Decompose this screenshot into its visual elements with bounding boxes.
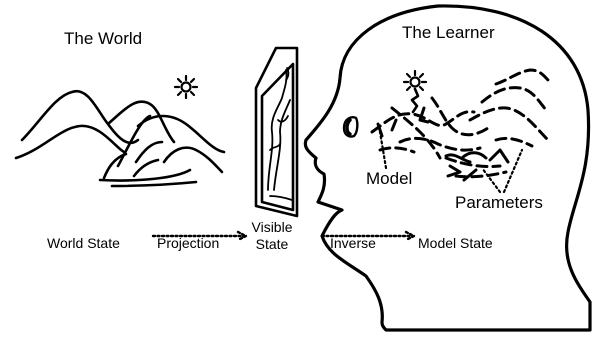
model-pointer xyxy=(378,130,388,170)
parameters-label: Parameters xyxy=(455,193,543,212)
model-label: Model xyxy=(366,169,413,188)
sun-icon xyxy=(402,69,428,114)
learner-head xyxy=(303,4,592,332)
learner-eye xyxy=(342,116,359,138)
projection-arrow xyxy=(151,230,248,242)
projection-screen xyxy=(254,46,299,218)
mental-model-solid-marks xyxy=(376,106,510,182)
inverse-label: Inverse xyxy=(330,235,376,251)
world-sun-icon xyxy=(173,74,199,100)
inverse-arrow xyxy=(320,230,416,242)
world-state-label: World State xyxy=(47,235,120,251)
mountain-landscape xyxy=(14,89,226,188)
parameters-pointer xyxy=(480,148,524,194)
learner-title: The Learner xyxy=(402,23,495,42)
visible-state-label-line1: Visible xyxy=(251,219,293,235)
mental-model-sketch xyxy=(370,68,550,179)
model-state-label: Model State xyxy=(418,235,493,251)
visible-state-label-line2: State xyxy=(255,236,289,252)
projection-label: Projection xyxy=(157,235,220,251)
world-title: The World xyxy=(64,29,143,48)
projection-silhouette xyxy=(267,67,293,201)
